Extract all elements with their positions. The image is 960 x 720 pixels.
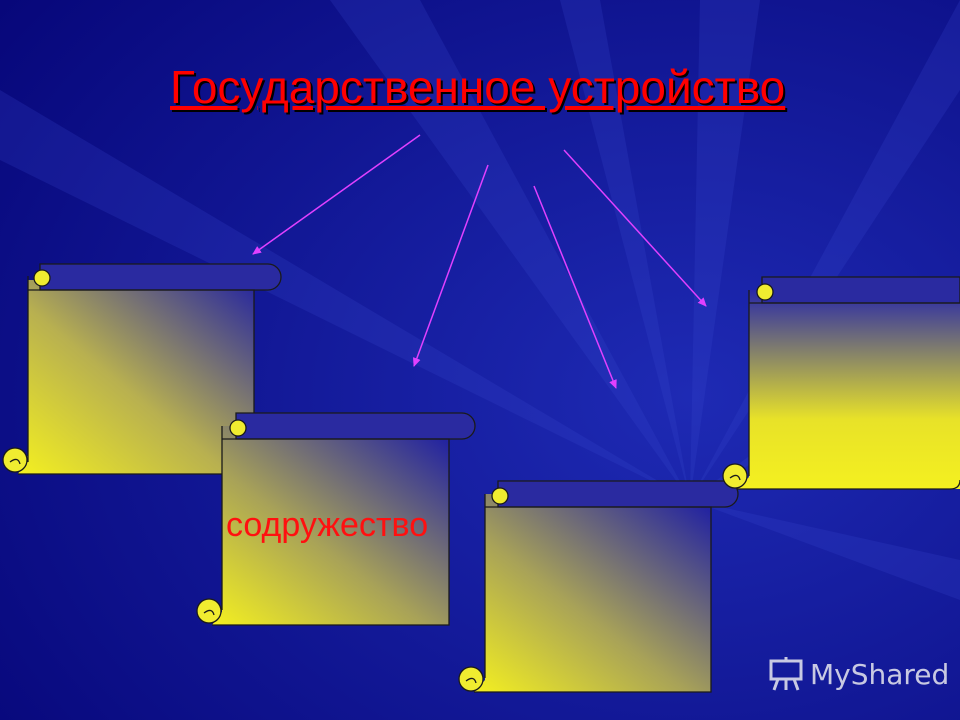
slide-title: Государственное устройство <box>170 61 786 113</box>
scroll-label-commonwealth: содружество <box>226 506 429 544</box>
watermark: MyShared <box>768 654 949 694</box>
presentation-board-icon <box>769 657 803 691</box>
watermark-text: MyShared <box>810 657 950 691</box>
